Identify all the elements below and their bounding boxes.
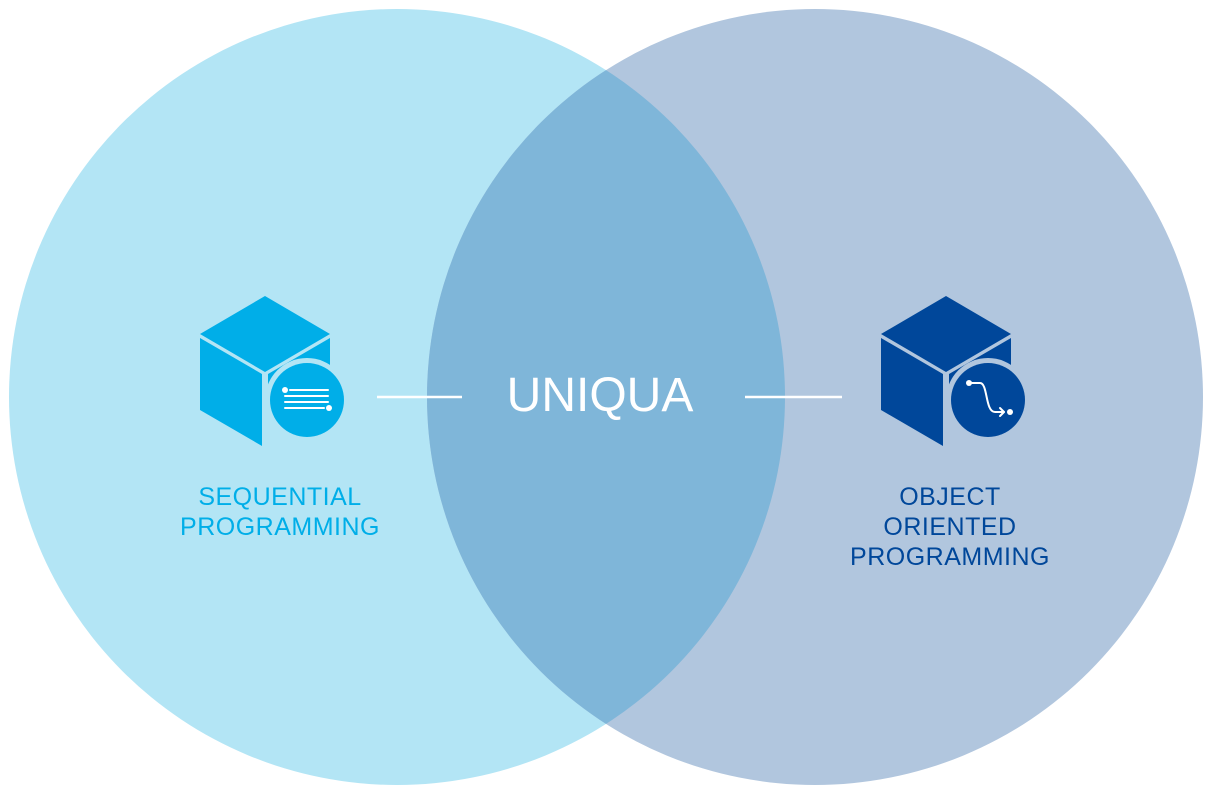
- overlap-region: [427, 9, 785, 785]
- label-line: ORIENTED: [883, 513, 1017, 541]
- label-line: PROGRAMMING: [850, 543, 1050, 571]
- label-line: OBJECT: [899, 483, 1001, 511]
- cube-with-flow-icon: [881, 296, 1030, 446]
- label-line: PROGRAMMING: [180, 513, 380, 541]
- center-title: UNIQUA: [506, 369, 694, 422]
- object-oriented-programming-label: OBJECT ORIENTED PROGRAMMING: [820, 482, 1080, 572]
- sequential-programming-label: SEQUENTIAL PROGRAMMING: [150, 482, 410, 542]
- cube-with-list-icon: [200, 296, 349, 446]
- label-line: SEQUENTIAL: [198, 483, 362, 511]
